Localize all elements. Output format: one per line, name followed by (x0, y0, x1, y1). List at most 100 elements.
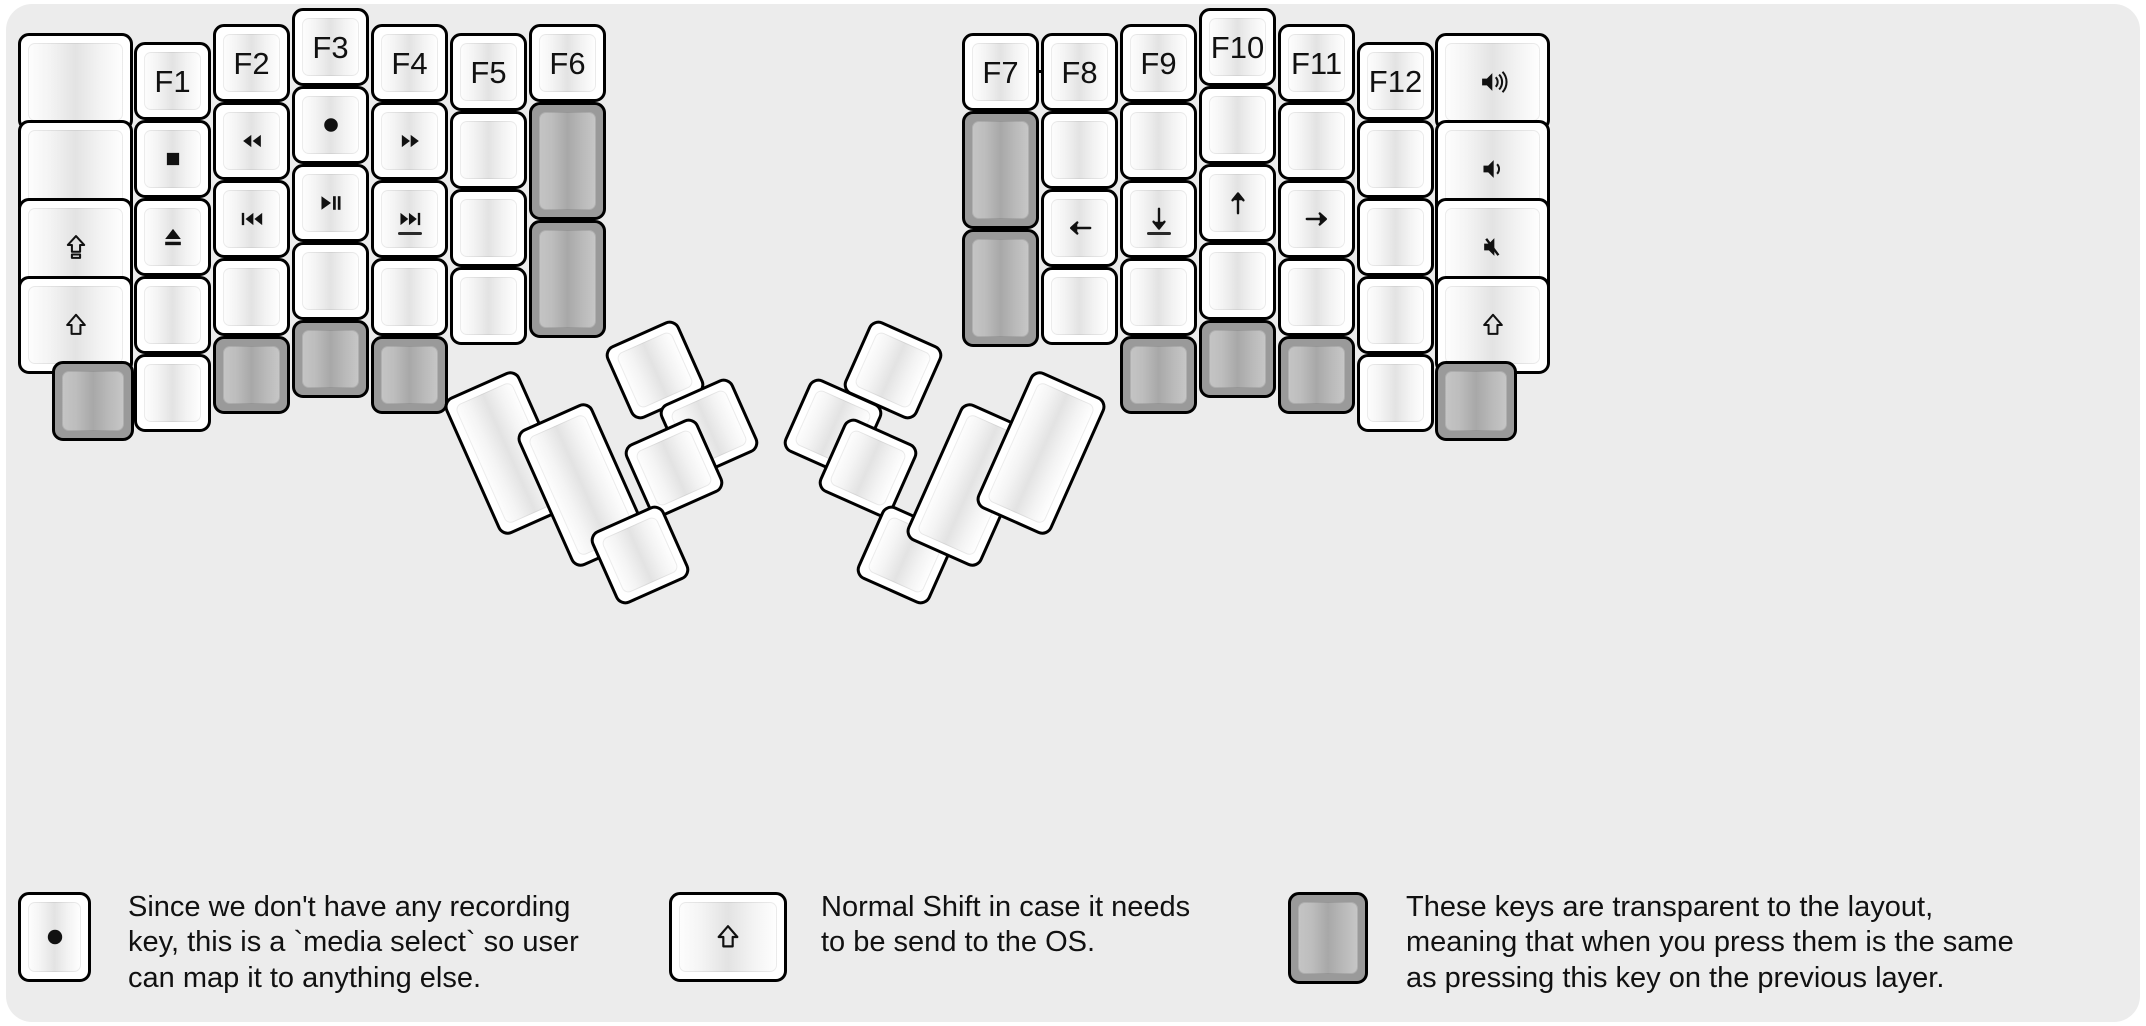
key-r-c3-r5[interactable] (1120, 336, 1197, 414)
key-cap (1288, 346, 1345, 404)
key-l-c3-r2-rewind[interactable] (213, 102, 290, 180)
key-l-c4-r5[interactable] (292, 320, 369, 398)
key-r-c5-r3-right[interactable] (1278, 180, 1355, 258)
key-l-c3-r4[interactable] (213, 258, 290, 336)
key-r-c4-r5[interactable] (1199, 320, 1276, 398)
key-r-c4-r4[interactable] (1199, 242, 1276, 320)
key-cap (302, 96, 359, 154)
key-l-c6-r2[interactable] (450, 111, 527, 189)
key-r-c7-r5[interactable] (1435, 361, 1517, 441)
key-r-c1-r1-f7[interactable]: F7 (962, 33, 1039, 111)
key-l-c4-r4[interactable] (292, 242, 369, 320)
key-cap: F12 (1367, 52, 1424, 110)
key-l-c4-r2-record[interactable] (292, 86, 369, 164)
key-l-c1-r4-shift[interactable] (18, 276, 133, 374)
key-cap (460, 277, 517, 335)
key-l-c6-r4[interactable] (450, 267, 527, 345)
key-cap (28, 286, 123, 364)
key-l-c6-r3[interactable] (450, 189, 527, 267)
key-r-c3-r1-f9[interactable]: F9 (1120, 24, 1197, 102)
key-r-c5-r5[interactable] (1278, 336, 1355, 414)
legend-shift: Normal Shift in case it needs to be send… (669, 891, 1190, 982)
key-cap (1288, 190, 1345, 248)
key-l-c2-r4[interactable] (134, 276, 211, 354)
key-l-c4-r1-f3[interactable]: F3 (292, 8, 369, 86)
key-r-c2-r3-left[interactable] (1041, 189, 1118, 267)
key-label: F4 (391, 45, 428, 81)
key-r-c7-r1-volup[interactable] (1435, 33, 1550, 131)
key-r-c6-r5[interactable] (1357, 354, 1434, 432)
key-r-c4-r1-f10[interactable]: F10 (1199, 8, 1276, 86)
key-cap (1209, 96, 1266, 154)
key-r-c1-r2[interactable] (962, 111, 1039, 229)
key-cap (1288, 268, 1345, 326)
key-r-c5-r2[interactable] (1278, 102, 1355, 180)
key-cap: F9 (1130, 34, 1187, 92)
key-l-c7-r1-f6[interactable]: F6 (529, 24, 606, 102)
key-l-c5-r1-f4[interactable]: F4 (371, 24, 448, 102)
key-l-c5-r4[interactable] (371, 258, 448, 336)
legend-record: Since we don't have any recording key, t… (18, 891, 579, 996)
key-l-c5-r2-ffwd[interactable] (371, 102, 448, 180)
key-cap (1209, 330, 1266, 388)
key-cap (302, 252, 359, 310)
legend-transparent-key[interactable] (1288, 892, 1368, 984)
key-label: F8 (1061, 54, 1098, 90)
key-r-c6-r2[interactable] (1357, 120, 1434, 198)
key-l-c1-r5[interactable] (52, 361, 134, 441)
caps-lock-icon (59, 230, 93, 264)
key-l-c5-r5[interactable] (371, 336, 448, 414)
key-r-c6-r1-f12[interactable]: F12 (1357, 42, 1434, 120)
key-l-c5-r3-next[interactable] (371, 180, 448, 258)
key-l-c1-r1[interactable] (18, 33, 133, 131)
key-l-c6-r1-f5[interactable]: F5 (450, 33, 527, 111)
key-r-c4-r3-up[interactable] (1199, 164, 1276, 242)
key-r-c3-r2[interactable] (1120, 102, 1197, 180)
key-cap (223, 346, 280, 404)
key-l-c3-r5[interactable] (213, 336, 290, 414)
key-r-c2-r2[interactable] (1041, 111, 1118, 189)
record-dot-icon (37, 919, 73, 955)
key-cap (1130, 268, 1187, 326)
key-r-c6-r4[interactable] (1357, 276, 1434, 354)
key-label: F9 (1140, 45, 1177, 81)
key-r-c6-r3[interactable] (1357, 198, 1434, 276)
key-r-c5-r1-f11[interactable]: F11 (1278, 24, 1355, 102)
key-cap (381, 268, 438, 326)
key-label: F7 (982, 54, 1019, 90)
stop-square-icon (156, 142, 190, 176)
play-pause-icon (314, 186, 348, 220)
key-r-c5-r4[interactable] (1278, 258, 1355, 336)
key-r-c2-r4[interactable] (1041, 267, 1118, 345)
key-cap (28, 130, 123, 208)
key-r-c3-r4[interactable] (1120, 258, 1197, 336)
key-r-c1-r3[interactable] (962, 229, 1039, 347)
key-cap (28, 43, 123, 121)
key-r-c7-r4-shift[interactable] (1435, 276, 1550, 374)
key-cap (972, 239, 1029, 337)
key-l-c4-r3-playpause[interactable] (292, 164, 369, 242)
key-r-c3-r3-down[interactable] (1120, 180, 1197, 258)
key-l-c2-r3-eject[interactable] (134, 198, 211, 276)
legend-shift-key[interactable] (669, 892, 787, 982)
key-l-c2-r1-f1[interactable]: F1 (134, 42, 211, 120)
key-r-c2-r1-f8[interactable]: F8 (1041, 33, 1118, 111)
key-l-c7-r3[interactable] (529, 220, 606, 338)
key-l-c2-r5[interactable] (134, 354, 211, 432)
key-l-c3-r1-f2[interactable]: F2 (213, 24, 290, 102)
key-r-c4-r2[interactable] (1199, 86, 1276, 164)
key-cap (28, 208, 123, 286)
key-cap: F10 (1209, 18, 1266, 76)
key-l-c3-r3-prev[interactable] (213, 180, 290, 258)
arrow-left-icon (1063, 211, 1097, 245)
key-cap (600, 515, 680, 595)
key-cap (1445, 371, 1507, 431)
fast-forward-icon (393, 124, 427, 158)
key-label: F10 (1210, 29, 1265, 65)
legend-record-key[interactable] (18, 892, 91, 982)
key-l-c7-r2[interactable] (529, 102, 606, 220)
volume-down-icon (1476, 152, 1510, 186)
key-cap: F3 (302, 18, 359, 76)
key-l-c2-r2-stop[interactable] (134, 120, 211, 198)
